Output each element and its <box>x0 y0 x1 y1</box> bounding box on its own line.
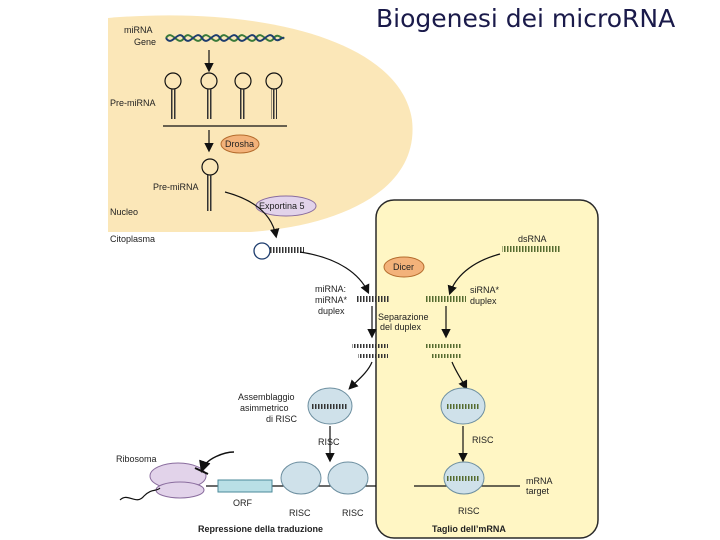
risc-center-label: RISC <box>318 437 340 447</box>
assembly-label-2: asimmetrico <box>240 403 289 413</box>
sirna-duplex-label-1: si​RNA* <box>470 285 500 295</box>
dsrna-molecule <box>502 246 560 252</box>
slide-title: Biogenesi dei micro​RNA <box>376 4 676 33</box>
risc-bottom-label-1: RISC <box>289 508 311 518</box>
drosha-enzyme <box>220 134 260 154</box>
drosha-label: Drosha <box>225 139 254 149</box>
cytoplasm-label: Citoplasma <box>110 234 155 244</box>
dicer-label: Dicer <box>393 262 414 272</box>
repression-arrow <box>199 451 235 473</box>
arrow-dicer-mirna <box>299 251 370 295</box>
assembly-label-1: Assemblaggio <box>238 392 295 402</box>
mrna-target-label-1: m​RNA <box>526 476 553 486</box>
ribosome-label: Ribosoma <box>116 454 157 464</box>
cleavage-caption: Taglio dell’m​RNA <box>432 524 506 534</box>
mirna-duplex <box>356 296 390 302</box>
orf-box <box>217 479 273 493</box>
exportin-label: Exportina 5 <box>259 201 305 211</box>
sirna-duplex-label-2: duplex <box>470 296 497 306</box>
mirna-duplex-label-3: duplex <box>318 306 345 316</box>
sirna-panel <box>375 199 599 539</box>
separation-label-1: Separazione <box>378 312 429 322</box>
arrow-export <box>224 191 280 239</box>
repression-caption: Repressione della traduzione <box>198 524 323 534</box>
nucleus-region <box>108 15 413 232</box>
dicer-enzyme <box>383 256 425 278</box>
arrow-dicer-sirna <box>447 253 501 296</box>
pri-mirna-label: Pre-mi​RNA <box>110 98 156 108</box>
assembly-label-3: di RISC <box>266 414 298 424</box>
mirna-gene-helix <box>165 34 285 42</box>
dsrna-label: ds​RNA <box>518 234 547 244</box>
separated-sirna-strands <box>426 344 462 358</box>
sirna-duplex <box>426 296 466 302</box>
risc-bottom-label-2: RISC <box>342 508 364 518</box>
orf-label: ORF <box>233 498 253 508</box>
mirna-gene-label-1: mi​RNA <box>124 25 153 35</box>
risc-complex-2 <box>327 461 369 495</box>
risc-bottom-label-3: RISC <box>458 506 480 516</box>
pre-mirna-hairpin <box>201 158 219 211</box>
risc-right-label: RISC <box>472 435 494 445</box>
cytoplasmic-pre-mirna <box>253 242 304 260</box>
mirna-duplex-label-1: mi​RNA: <box>315 284 346 294</box>
separation-label-2: del duplex <box>380 322 422 332</box>
separated-mirna-strands <box>352 344 388 358</box>
mirna-gene-label-2: Gene <box>134 37 156 47</box>
pre-mirna-label: Pre-mi​RNA <box>153 182 199 192</box>
nucleus-label: Nucleo <box>110 207 138 217</box>
risc-complex-1 <box>280 461 322 495</box>
mirna-duplex-label-2: mi​RNA* <box>315 295 347 305</box>
pri-mirna-hairpins <box>163 72 287 127</box>
mrna-target-label-2: target <box>526 486 550 496</box>
